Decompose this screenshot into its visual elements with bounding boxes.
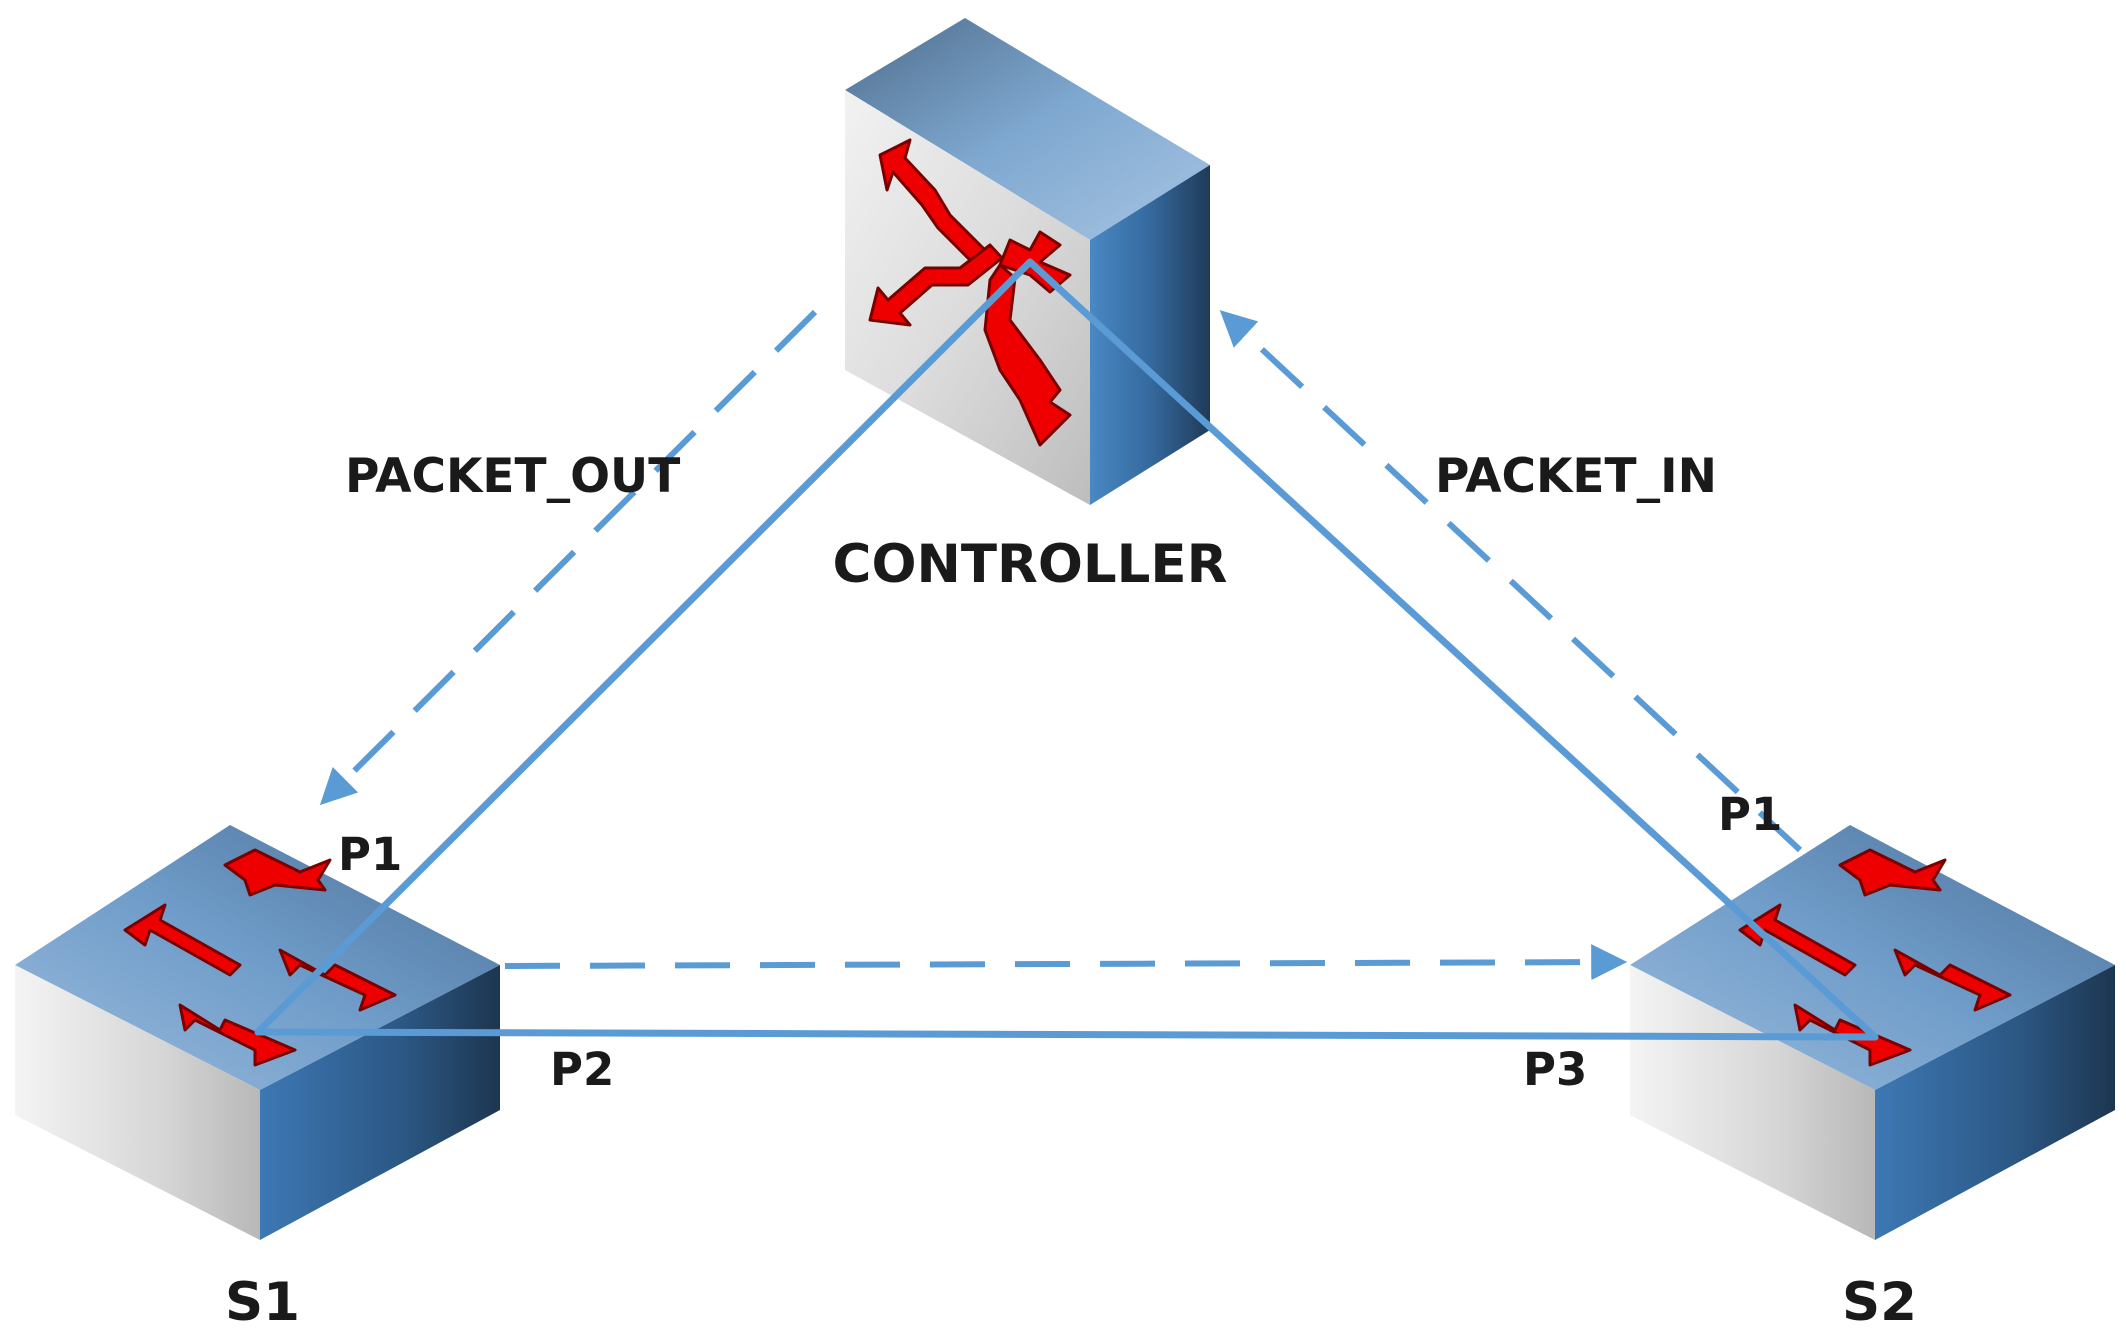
packet-in-dashed-arrow xyxy=(1219,310,1803,853)
solid-links xyxy=(254,258,1879,1041)
s1-port-p1-label: P1 xyxy=(338,828,402,881)
controller-device xyxy=(845,18,1210,505)
s2-port-p1-label: P1 xyxy=(1718,788,1782,841)
controller-label: CONTROLLER xyxy=(833,534,1228,595)
s1-label: S1 xyxy=(225,1272,300,1333)
switch-s1-arrows-icon xyxy=(123,848,397,1067)
packet-out-label: PACKET_OUT xyxy=(345,449,680,504)
packet-out-dashed-arrow xyxy=(319,309,818,806)
s2-port-p3-label: P3 xyxy=(1523,1043,1587,1096)
switch-s1-device xyxy=(15,825,500,1240)
solid-link-s1-controller-s2 xyxy=(254,258,1879,1041)
packet-in-label: PACKET_IN xyxy=(1435,449,1717,504)
solid-link-s1-s2 xyxy=(254,1028,1879,1041)
s1-port-p2-label: P2 xyxy=(550,1043,614,1096)
s1-to-s2-dashed-arrow xyxy=(504,944,1628,981)
dashed-links xyxy=(319,309,1803,981)
s2-label: S2 xyxy=(1842,1272,1917,1333)
controller-crossed-arrows-icon xyxy=(868,138,1072,447)
